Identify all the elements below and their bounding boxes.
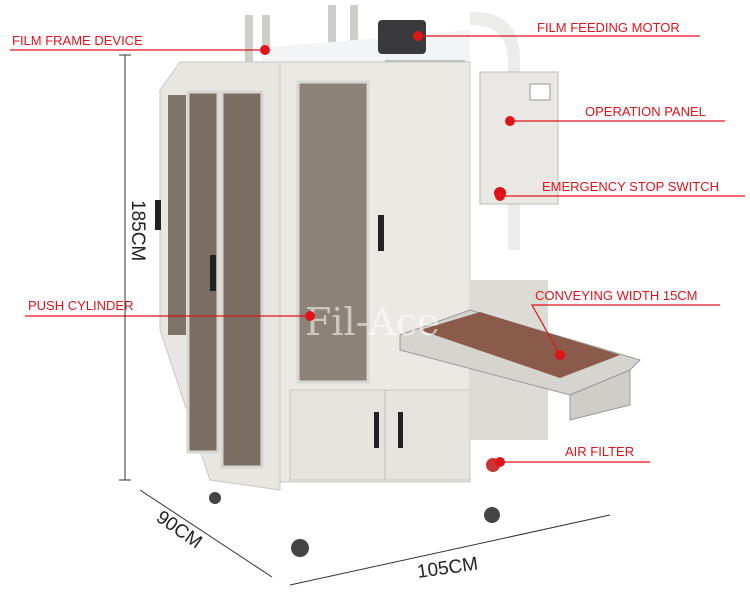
dimension-height: 185CM [119, 54, 148, 481]
callout-film-frame-device: FILM FRAME DEVICE [10, 33, 270, 55]
svg-text:PUSH CYLINDER: PUSH CYLINDER [28, 298, 133, 313]
callout-emergency-stop-switch: EMERGENCY STOP SWITCH [495, 179, 745, 201]
svg-text:EMERGENCY STOP SWITCH: EMERGENCY STOP SWITCH [542, 179, 719, 194]
film-feeding-motor [378, 20, 426, 54]
callout-conveying-width: CONVEYING WIDTH 15CM [530, 288, 720, 360]
dimension-width: 105CM [289, 514, 611, 586]
callout-film-feeding-motor: FILM FEEDING MOTOR [413, 20, 700, 41]
svg-text:90CM: 90CM [152, 507, 206, 553]
svg-text:FILM FEEDING MOTOR: FILM FEEDING MOTOR [537, 20, 680, 35]
conveyor [399, 309, 641, 421]
callout-air-filter: AIR FILTER [495, 444, 650, 467]
svg-text:CONVEYING WIDTH 15CM: CONVEYING WIDTH 15CM [535, 288, 698, 303]
caster-wheels [209, 458, 500, 557]
svg-text:105CM: 105CM [416, 554, 480, 583]
svg-text:AIR FILTER: AIR FILTER [565, 444, 634, 459]
dimension-depth: 90CM [139, 489, 273, 578]
svg-text:OPERATION PANEL: OPERATION PANEL [585, 104, 706, 119]
callout-operation-panel: OPERATION PANEL [505, 104, 725, 126]
svg-text:185CM: 185CM [127, 200, 148, 261]
watermark-logo: Fil-Ace [305, 300, 440, 344]
svg-text:FILM FRAME DEVICE: FILM FRAME DEVICE [12, 33, 143, 48]
machine-body [155, 61, 548, 491]
callout-push-cylinder: PUSH CYLINDER [25, 298, 315, 321]
